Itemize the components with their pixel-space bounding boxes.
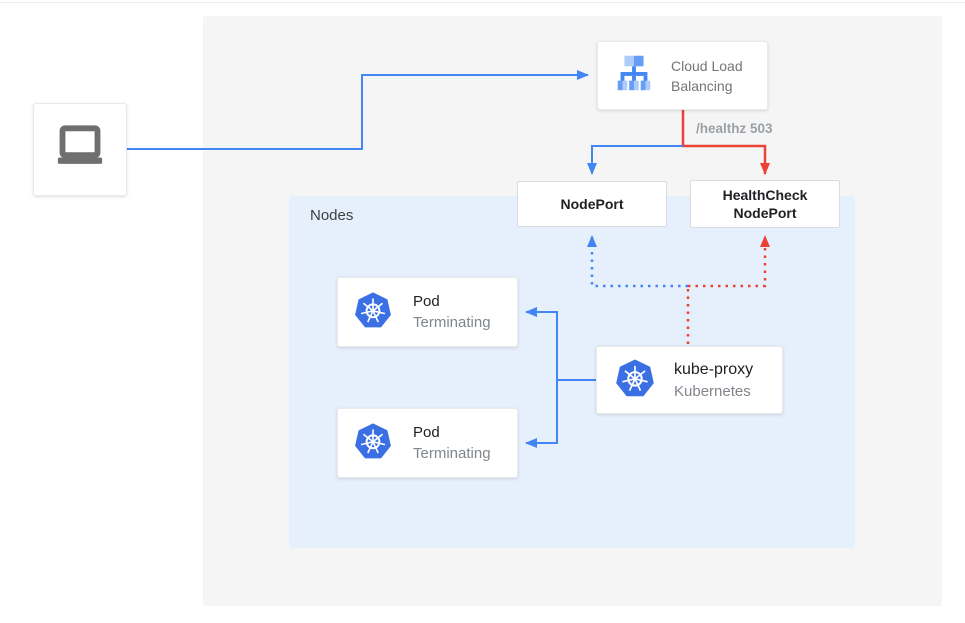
cloud-load-balancing-icon [611,50,657,101]
kube-proxy-subtitle: Kubernetes [674,382,751,400]
laptop-icon [52,119,108,180]
healthz-503-label: /healthz 503 [696,121,773,136]
nodeport-box: NodePort [517,181,667,227]
cloud-load-balancing-label: Cloud Load Balancing [671,57,743,94]
pod-title: Pod [413,424,440,441]
cloud-load-balancing-card: Cloud Load Balancing [597,41,768,110]
pod-title: Pod [413,293,440,310]
client-card [33,103,127,196]
kube-proxy-title: kube-proxy [674,360,754,378]
kube-proxy-card: kube-proxy Kubernetes [596,346,783,414]
nodes-container-label: Nodes [310,207,354,224]
pod-card-1: Pod Terminating [337,277,518,347]
kubernetes-icon [353,290,393,335]
kubernetes-icon [614,357,656,404]
healthcheck-nodeport-box: HealthCheck NodePort [690,180,840,228]
pod-card-2: Pod Terminating [337,408,518,478]
pod-status: Terminating [413,445,491,462]
pod-status: Terminating [413,314,491,331]
window-top-divider [0,2,965,3]
kubernetes-icon [353,421,393,466]
